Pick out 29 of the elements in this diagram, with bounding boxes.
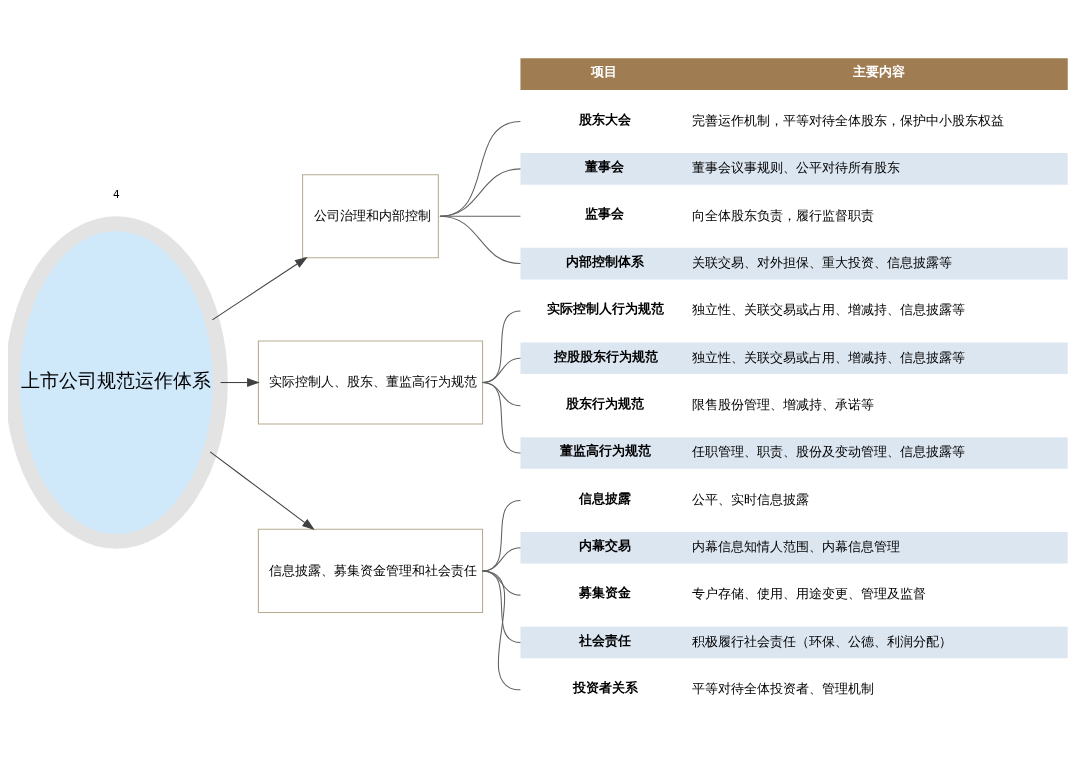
node-box: 董监高行为规范 任职管理、职责、股份及变动管理、信息披露等 (520, 437, 1068, 469)
node-box: 实际控制人、股东、董监高行为规范 (257, 340, 484, 425)
node-box: 社会责任 积极履行社会责任（环保、公德、利润分配） (520, 626, 1068, 659)
connector (439, 215, 521, 265)
node-text: 投资者关系 平等对待全体投资者、管理机制 (572, 680, 874, 697)
label: 4 (113, 187, 120, 200)
node-box: 信息披露、募集资金管理和社会责任 (257, 528, 484, 613)
connector (482, 382, 521, 454)
arrow (211, 257, 308, 321)
connector (439, 121, 521, 217)
node-text: 募集资金 专户存储、使用、用途变更、管理及监督 (578, 585, 926, 602)
label: 主要内容 (852, 64, 905, 80)
arrow (220, 378, 260, 387)
node-text: 股东行为规范 限售股份管理、增减持、承诺等 (566, 395, 874, 412)
arrow (209, 451, 315, 531)
node-box: 控股股东行为规范 独立性、关联交易或占用、增减持、信息披露等 (520, 342, 1068, 375)
connector (439, 168, 521, 217)
label: 项目 (591, 64, 618, 80)
connector (482, 310, 521, 384)
connector (482, 570, 521, 691)
node-text: 信息披露 公平、实时信息披露 (578, 490, 809, 507)
node-text: 实际控制人行为规范 独立性、关联交易或占用、增减持、信息披露等 (547, 301, 965, 318)
node-ellipse: 上市公司规范运作体系 (8, 216, 228, 549)
node-box: 内部控制体系 关联交易、对外担保、重大投资、信息披露等 (520, 247, 1068, 280)
node-text: 股东大会 完善运作机制，平等对待全体股东，保护中小股东权益 (578, 111, 1004, 128)
node-text: 监事会 向全体股东负责，履行监督职责 (585, 206, 874, 223)
node-box: 公司治理和内部控制 (302, 174, 439, 259)
node-box: 内幕交易 内幕信息知情人范围、内幕信息管理 (520, 532, 1068, 564)
node-box: 董事会 董事会议事规则、公平对待所有股东 (520, 153, 1068, 185)
